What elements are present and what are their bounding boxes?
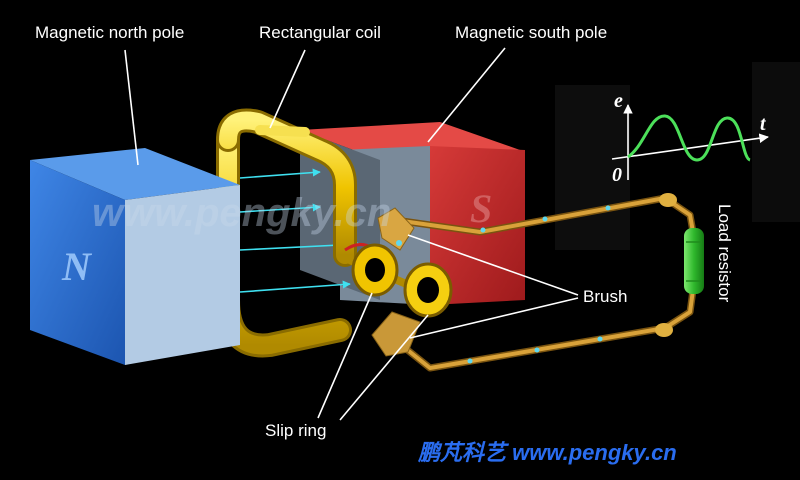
label-load-resistor: Load resistor bbox=[715, 204, 734, 303]
label-north-pole: Magnetic north pole bbox=[35, 23, 184, 42]
watermark: www.pengky.cn bbox=[92, 191, 391, 235]
north-magnet: N bbox=[30, 148, 240, 365]
north-magnet-letter: N bbox=[61, 244, 93, 289]
load-resistor bbox=[684, 228, 704, 294]
label-south-pole: Magnetic south pole bbox=[455, 23, 607, 42]
brushes bbox=[371, 207, 421, 357]
label-brush: Brush bbox=[583, 287, 627, 306]
field-line bbox=[239, 168, 321, 179]
graph-y-label: e bbox=[614, 90, 623, 112]
graph-backdrop bbox=[555, 85, 630, 250]
label-slip-ring: Slip ring bbox=[265, 421, 326, 440]
magnetic-field-lines bbox=[239, 168, 361, 293]
leader-lines bbox=[124, 47, 579, 421]
field-line bbox=[239, 203, 321, 213]
external-circuit bbox=[391, 193, 697, 372]
label-coil: Rectangular coil bbox=[259, 23, 381, 42]
upper-brush bbox=[377, 207, 415, 251]
graph-backdrop-right bbox=[752, 62, 800, 222]
credit-text: 鹏芃科艺 www.pengky.cn bbox=[417, 440, 677, 465]
graph-origin-label: 0 bbox=[612, 164, 622, 186]
graph-x-label: t bbox=[760, 113, 767, 135]
south-magnet-letter: S bbox=[470, 186, 492, 231]
emf-graph: e t 0 bbox=[611, 90, 769, 186]
sine-wave bbox=[627, 114, 751, 162]
field-line bbox=[239, 280, 351, 293]
